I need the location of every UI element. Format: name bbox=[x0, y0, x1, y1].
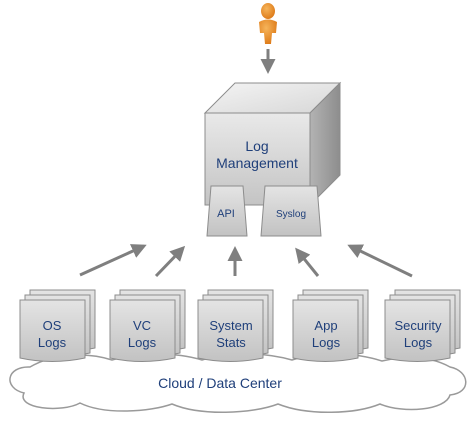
source-app-logs-line1: App bbox=[314, 318, 337, 333]
arrow-vc-logs bbox=[154, 245, 186, 278]
source-security-logs-line2: Logs bbox=[404, 335, 433, 350]
person-icon bbox=[259, 3, 277, 44]
source-vc-logs-line2: Logs bbox=[128, 335, 157, 350]
source-os-logs-line2: Logs bbox=[38, 335, 67, 350]
source-os-logs: OS Logs bbox=[19, 289, 96, 362]
syslog-label: Syslog bbox=[276, 209, 306, 220]
api-interface: API bbox=[206, 185, 248, 237]
source-app-logs: App Logs bbox=[292, 289, 369, 362]
source-app-logs-line2: Logs bbox=[312, 335, 341, 350]
source-system-stats-line2: Stats bbox=[216, 335, 246, 350]
source-vc-logs-line1: VC bbox=[133, 318, 151, 333]
arrow-os-logs bbox=[79, 244, 147, 277]
api-label: API bbox=[217, 208, 235, 220]
source-system-stats-line1: System bbox=[209, 318, 252, 333]
source-security-logs-line1: Security bbox=[395, 318, 442, 333]
source-os-logs-line1: OS bbox=[43, 318, 62, 333]
box-title-line2: Management bbox=[216, 155, 298, 171]
box-title-line1: Log bbox=[245, 138, 268, 154]
source-system-stats: System Stats bbox=[197, 289, 274, 362]
source-vc-logs: VC Logs bbox=[109, 289, 186, 362]
arrow-app-logs bbox=[295, 247, 320, 277]
log-management-box: Log Management bbox=[203, 81, 342, 207]
arrow-security-logs bbox=[347, 244, 413, 278]
syslog-interface: Syslog bbox=[260, 185, 322, 237]
source-security-logs: Security Logs bbox=[384, 289, 461, 362]
cloud-shape bbox=[9, 353, 467, 413]
source-arrows bbox=[79, 244, 413, 278]
cloud-label: Cloud / Data Center bbox=[158, 375, 282, 391]
